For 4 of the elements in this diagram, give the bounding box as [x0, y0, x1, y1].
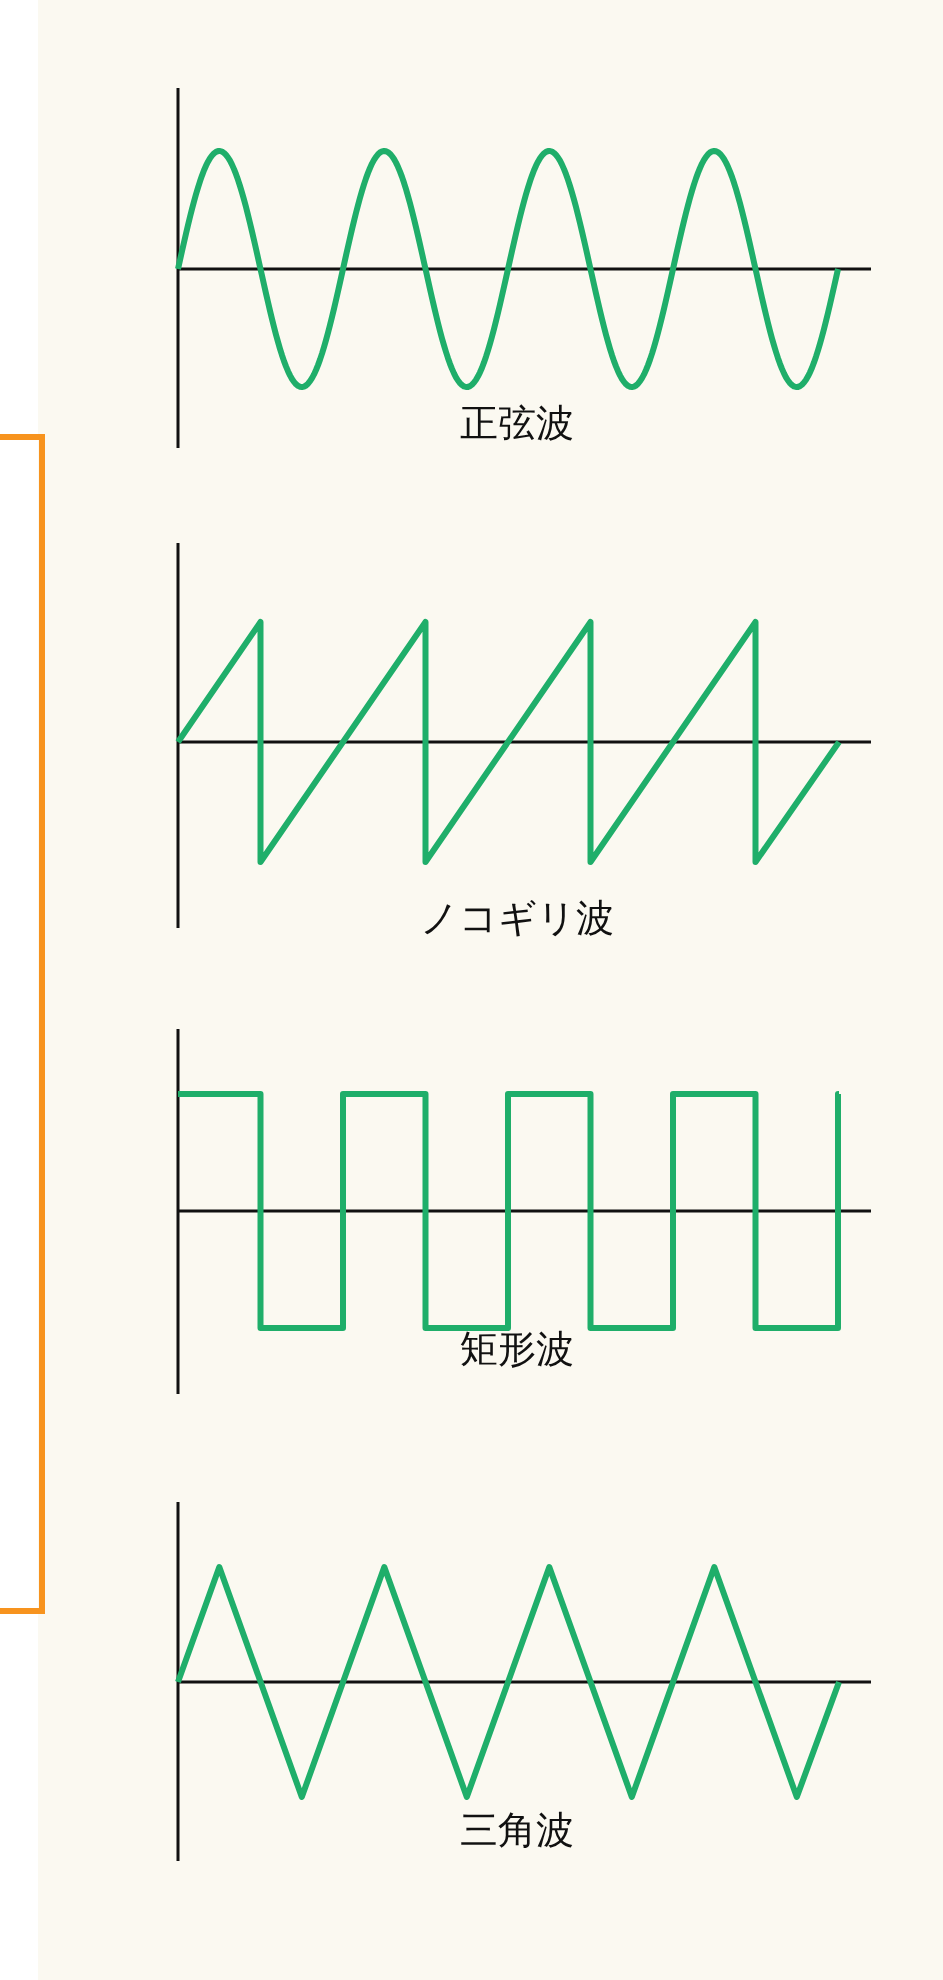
- wave-label: 矩形波: [460, 1329, 574, 1371]
- wave-label: ノコギリ波: [420, 898, 614, 940]
- wave-label: 三角波: [460, 1810, 574, 1852]
- wave-label: 正弦波: [460, 403, 574, 445]
